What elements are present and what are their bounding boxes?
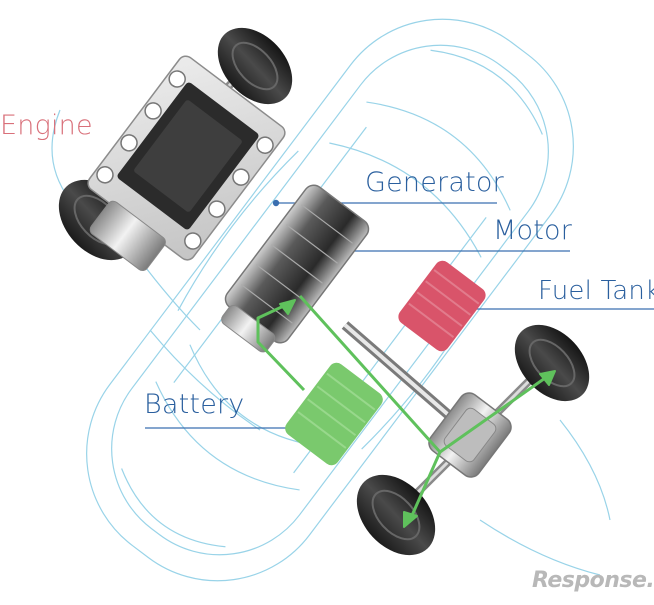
- engine-block: [87, 55, 286, 272]
- engine-label: Engine: [0, 110, 93, 141]
- battery-label: Battery: [144, 389, 245, 420]
- fuel-tank: [398, 260, 486, 352]
- rear-left-wheel: [356, 474, 436, 556]
- front-right-wheel: [217, 27, 293, 105]
- motor-housing: [221, 184, 370, 353]
- energy-flow-arrows: [256, 294, 556, 528]
- generator-label: Generator: [365, 167, 504, 198]
- battery: [285, 362, 383, 466]
- motor-label: Motor: [493, 215, 573, 246]
- response-watermark: Response.: [532, 568, 654, 593]
- fuel-tank-label: Fuel Tank: [538, 276, 654, 306]
- car-outline: [51, 18, 611, 582]
- drivetrain: [58, 27, 590, 556]
